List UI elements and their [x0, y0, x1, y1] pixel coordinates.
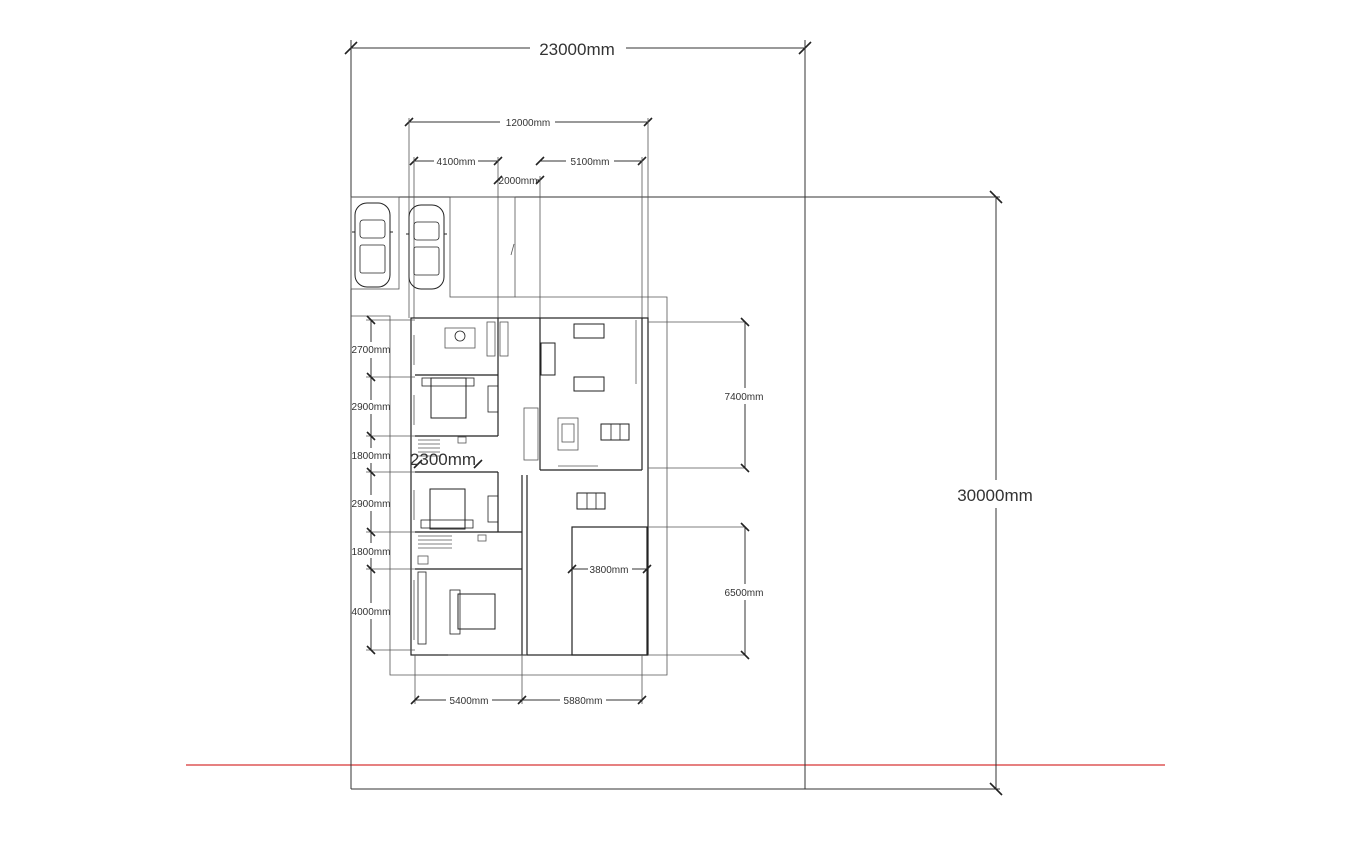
living-depth-dimension: 7400mm [648, 317, 764, 473]
left-dimension-chain: 2700mm 2900mm 1800mm 2900mm 1800mm 4000m… [352, 315, 415, 655]
site-depth-label: 30000mm [957, 486, 1033, 505]
furniture [417, 321, 630, 645]
pool-width-dimension: 3800mm [567, 564, 652, 576]
stairs [418, 436, 467, 457]
left-row-label: 2900mm [352, 499, 391, 510]
left-row-label: 1800mm [352, 547, 391, 558]
stairs [417, 534, 487, 565]
house-width-label: 12000mm [506, 118, 550, 129]
left-row-label: 1800mm [352, 451, 391, 462]
pool-width-label: 3800mm [590, 565, 629, 576]
parking-area [350, 196, 516, 298]
left-row-label: 4000mm [352, 607, 391, 618]
left-row-label: 2700mm [352, 345, 391, 356]
pool-depth-dimension: 6500mm [648, 522, 764, 660]
kitchen [523, 407, 579, 461]
dining-table-icon [576, 492, 606, 510]
car-icon [352, 202, 393, 288]
bed-icon [417, 571, 496, 645]
left-row-label: 2900mm [352, 402, 391, 413]
corridor-label: 2000mm [499, 176, 538, 187]
hall-width-dimension: 2300mm [410, 450, 483, 469]
pool-depth-label: 6500mm [725, 588, 764, 599]
living-depth-label: 7400mm [725, 392, 764, 403]
bed-icon [421, 377, 499, 419]
site-depth-dimension: 30000mm [957, 190, 1033, 796]
sofa-icon [540, 323, 605, 392]
car-icon [406, 204, 447, 290]
right-wing-label: 5100mm [571, 157, 610, 168]
bottom-right-label: 5880mm [564, 696, 603, 707]
left-wing-label: 4100mm [437, 157, 476, 168]
house-width-dimension: 12000mm [404, 117, 653, 318]
bottom-left-label: 5400mm [450, 696, 489, 707]
pool [571, 526, 648, 656]
site-width-label: 23000mm [539, 40, 615, 59]
site-boundary [350, 48, 1000, 790]
hall-width-label: 2300mm [410, 450, 476, 469]
wing-dimensions: 4100mm 5100mm 2000mm [409, 156, 647, 380]
house-outline [351, 296, 668, 676]
site-width-dimension: 23000mm [344, 40, 812, 59]
bed-icon [420, 488, 499, 530]
bottom-dimensions: 5400mm 5880mm [410, 655, 647, 707]
dining-table-icon [600, 423, 630, 441]
